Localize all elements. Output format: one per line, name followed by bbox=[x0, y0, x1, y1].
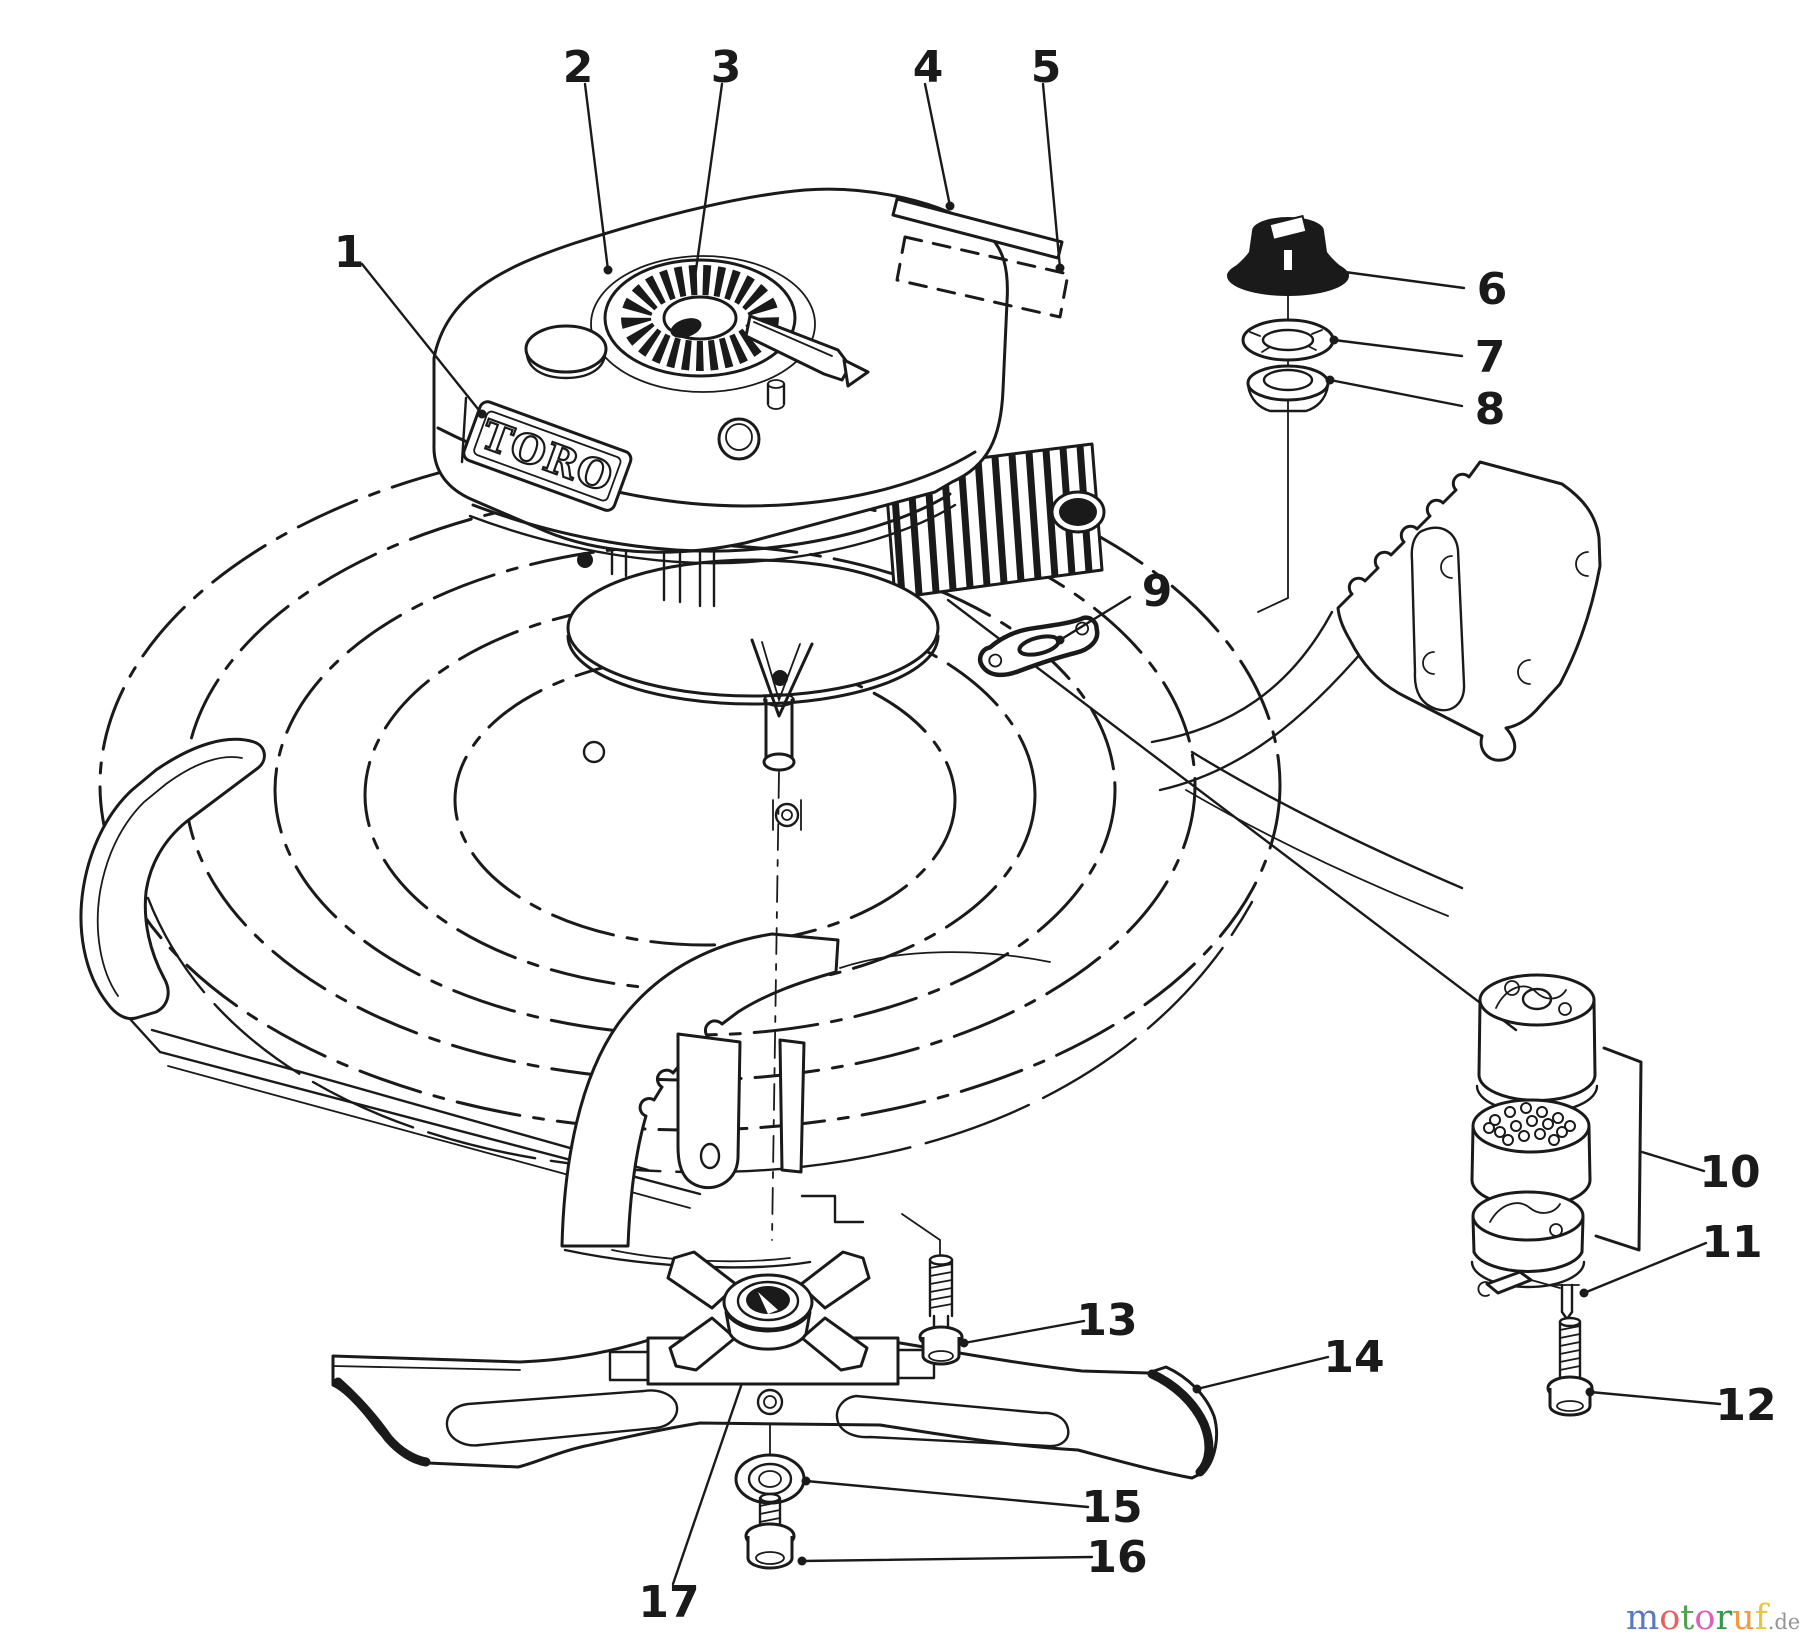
callout-number-3: 3 bbox=[711, 42, 742, 93]
gas-cap-part6 bbox=[1227, 214, 1349, 296]
callout-number-9: 9 bbox=[1142, 566, 1173, 617]
callout-leader-7 bbox=[1332, 338, 1464, 358]
callout-dot-11 bbox=[1579, 1288, 1589, 1298]
callout-number-14: 14 bbox=[1323, 1332, 1384, 1383]
callout-number-11: 11 bbox=[1701, 1217, 1762, 1268]
cooling-fins bbox=[883, 442, 1106, 600]
callout-leader-15 bbox=[804, 1479, 1090, 1509]
engine: TORO bbox=[432, 187, 1106, 1241]
blade-adapter-part17 bbox=[608, 1250, 936, 1386]
watermark-word: motoruf bbox=[1626, 1598, 1768, 1638]
callout-leader-13 bbox=[962, 1319, 1086, 1345]
engine-shroud: TORO bbox=[432, 187, 1070, 565]
watermark-letter: o bbox=[1659, 1598, 1681, 1638]
callout-dot-1 bbox=[477, 409, 487, 419]
callout-dot-13 bbox=[959, 1338, 969, 1348]
decal-part5 bbox=[895, 235, 1070, 319]
callout-leader-4 bbox=[923, 82, 952, 208]
callout-leader-12 bbox=[1588, 1390, 1722, 1406]
watermark-letter: m bbox=[1626, 1598, 1660, 1638]
bolt-part16 bbox=[744, 1492, 796, 1570]
oil-fill-port bbox=[717, 417, 761, 461]
callout-number-1: 1 bbox=[334, 227, 365, 278]
bolt-part12 bbox=[1546, 1316, 1594, 1417]
watermark-letter: r bbox=[1715, 1598, 1733, 1638]
callout-dot-7 bbox=[1329, 335, 1339, 345]
grommet-part8 bbox=[1246, 364, 1330, 413]
callout-leader-10 bbox=[1640, 1150, 1706, 1173]
watermark-suffix: .de bbox=[1767, 1610, 1800, 1634]
callout-number-2: 2 bbox=[563, 42, 594, 93]
callout-leader-11 bbox=[1582, 1241, 1708, 1295]
left-bumper-bracket bbox=[79, 737, 266, 1021]
watermark-motoruf: motoruf.de bbox=[1626, 1599, 1800, 1638]
callout-dot-16 bbox=[797, 1556, 807, 1566]
recoil-starter bbox=[590, 255, 816, 393]
callout-leader-17 bbox=[671, 1384, 743, 1586]
bolt-part13 bbox=[901, 1213, 964, 1366]
callout-dot-9 bbox=[1055, 635, 1065, 645]
callout-dot-6 bbox=[1325, 265, 1335, 275]
callout-leader-8 bbox=[1328, 378, 1464, 408]
callout-number-8: 8 bbox=[1475, 384, 1506, 435]
washer-part7 bbox=[1241, 318, 1335, 362]
callout-leader-1 bbox=[360, 262, 484, 416]
handle-mount-bracket bbox=[1150, 460, 1602, 792]
callout-number-6: 6 bbox=[1477, 264, 1508, 315]
rear-center-bracket bbox=[560, 932, 1051, 1269]
starter-handle bbox=[744, 314, 870, 410]
callout-dot-14 bbox=[1192, 1384, 1202, 1394]
watermark-letter: o bbox=[1694, 1598, 1716, 1638]
callout-leader-6 bbox=[1328, 268, 1466, 290]
callout-number-15: 15 bbox=[1081, 1482, 1142, 1533]
callout-number-10: 10 bbox=[1699, 1147, 1760, 1198]
callout-dot-4 bbox=[945, 201, 955, 211]
callout-number-7: 7 bbox=[1475, 332, 1506, 383]
callout-leader-16 bbox=[800, 1555, 1094, 1563]
fuel-cap bbox=[524, 324, 608, 380]
clutch-assembly-line bbox=[946, 598, 1518, 1032]
callout-dot-15 bbox=[801, 1476, 811, 1486]
callout-number-4: 4 bbox=[913, 42, 944, 93]
key-part11 bbox=[1477, 1270, 1580, 1321]
clutch-assembly-part10 bbox=[1470, 973, 1643, 1289]
watermark-letter: f bbox=[1754, 1598, 1768, 1638]
bearing-balls bbox=[1483, 1102, 1576, 1146]
callout-dot-5 bbox=[1055, 263, 1065, 273]
callout-number-12: 12 bbox=[1715, 1380, 1776, 1431]
callout-leader-5 bbox=[1041, 82, 1062, 270]
watermark-letter: t bbox=[1680, 1598, 1695, 1638]
callout-number-5: 5 bbox=[1031, 42, 1062, 93]
blade-part14 bbox=[331, 1337, 1219, 1495]
watermark-letter: u bbox=[1732, 1598, 1755, 1638]
callout-dot-8 bbox=[1325, 375, 1335, 385]
callout-number-16: 16 bbox=[1086, 1532, 1147, 1583]
callout-number-13: 13 bbox=[1076, 1295, 1137, 1346]
toro-nameplate: TORO bbox=[462, 400, 633, 512]
callout-number-17: 17 bbox=[638, 1577, 699, 1628]
callout-leader-3 bbox=[692, 82, 724, 286]
callout-leader-9 bbox=[1058, 595, 1132, 642]
callout-dot-2 bbox=[603, 265, 613, 275]
gas-cap-stack bbox=[1227, 214, 1349, 613]
callout-dot-12 bbox=[1585, 1387, 1595, 1397]
callout10-bracket bbox=[1594, 1046, 1643, 1252]
callout-leader-2 bbox=[583, 82, 610, 272]
callout-leader-14 bbox=[1195, 1355, 1330, 1391]
crankshaft bbox=[762, 693, 796, 1241]
